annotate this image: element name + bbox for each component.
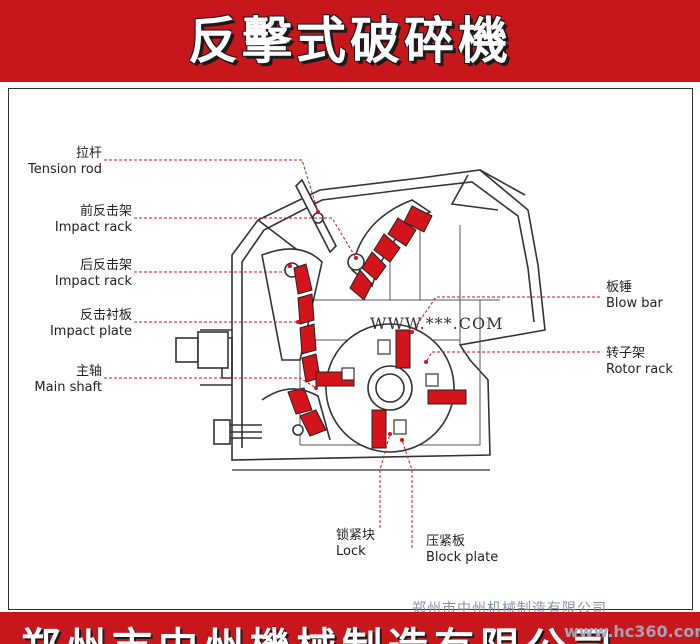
title-banner: 反擊式破碎機 bbox=[0, 0, 700, 82]
lock-en: Lock bbox=[336, 544, 366, 559]
block-plate-cn: 压紧板 bbox=[426, 534, 466, 549]
label-rotor-rack: 转子架 Rotor rack bbox=[606, 346, 698, 378]
label-lock: 锁紧块 Lock bbox=[336, 528, 406, 560]
impact-rack-rear-en: Impact rack bbox=[54, 274, 132, 289]
label-impact-plate: 反击衬板 Impact plate bbox=[16, 308, 132, 340]
tension-rod-part bbox=[295, 178, 337, 254]
watermark-text: WWW.***.COM bbox=[370, 314, 504, 333]
crusher-housing bbox=[200, 169, 546, 461]
bottom-banner: 郑州市中州機械制造有限公司 bbox=[0, 612, 700, 644]
label-impact-rack-rear: 后反击架 Impact rack bbox=[16, 258, 132, 290]
blow-bars bbox=[315, 329, 467, 449]
label-blow-bar: 板锤 Blow bar bbox=[606, 280, 696, 312]
main-shaft-part bbox=[175, 331, 262, 445]
block-plate-en: Block plate bbox=[426, 550, 499, 565]
site-watermark: www.hc360.com bbox=[564, 622, 700, 641]
label-tension-rod: 拉杆 Tension rod bbox=[16, 146, 102, 178]
label-impact-rack-front: 前反击架 Impact rack bbox=[16, 204, 132, 236]
lower-rack-part bbox=[261, 388, 331, 441]
tension-rod-cn: 拉杆 bbox=[75, 146, 102, 161]
impact-plate-en: Impact plate bbox=[49, 324, 132, 339]
rotor-rack-cn: 转子架 bbox=[606, 346, 646, 361]
page-title: 反擊式破碎機 bbox=[188, 12, 512, 70]
tension-rod-en: Tension rod bbox=[28, 162, 102, 177]
lock-cn: 锁紧块 bbox=[336, 528, 376, 543]
label-block-plate: 压紧板 Block plate bbox=[426, 534, 516, 566]
impact-rack-front-en: Impact rack bbox=[54, 220, 132, 235]
impact-rack-front-cn: 前反击架 bbox=[79, 204, 132, 219]
rotor-part bbox=[325, 323, 455, 453]
diagram-frame bbox=[8, 88, 693, 610]
rotor-rack-en: Rotor rack bbox=[606, 362, 673, 377]
blow-bar-cn: 板锤 bbox=[606, 280, 633, 295]
lock-blocks bbox=[341, 339, 439, 435]
impact-plates bbox=[287, 205, 433, 437]
bottom-banner-text: 郑州市中州機械制造有限公司 bbox=[20, 626, 618, 644]
blow-bar-en: Blow bar bbox=[606, 296, 663, 311]
main-shaft-en: Main shaft bbox=[34, 380, 102, 395]
impact-plate-cn: 反击衬板 bbox=[79, 308, 132, 323]
leader-lines bbox=[104, 159, 600, 548]
label-main-shaft: 主轴 Main shaft bbox=[16, 364, 102, 396]
main-shaft-cn: 主轴 bbox=[75, 364, 102, 379]
impact-rack-rear-cn: 后反击架 bbox=[79, 258, 132, 273]
leader-dots bbox=[288, 210, 428, 442]
